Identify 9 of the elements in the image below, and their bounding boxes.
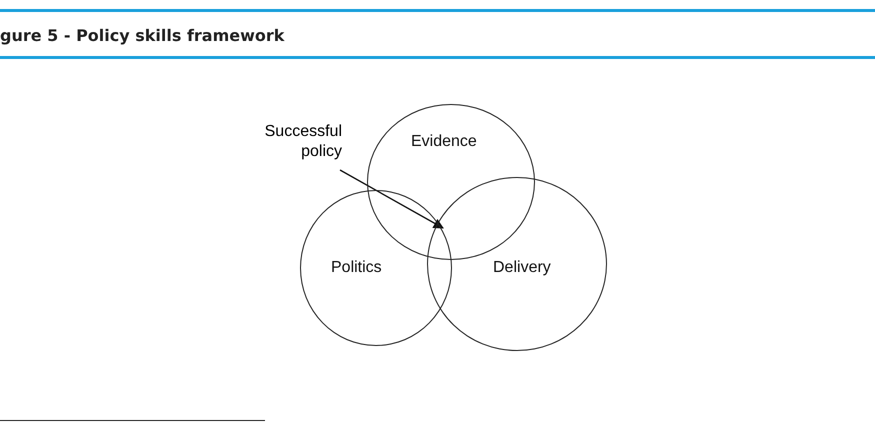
circle-label: Delivery <box>493 259 551 277</box>
figure-title: gure 5 - Policy skills framework <box>0 26 284 45</box>
venn-circle <box>367 104 535 260</box>
leader-line <box>340 169 444 229</box>
venn-circle <box>300 190 452 346</box>
callout-text: Successful policy <box>246 122 342 166</box>
venn-circle <box>427 177 607 351</box>
circle-label: Politics <box>331 259 382 277</box>
circle-label: Evidence <box>411 133 477 151</box>
